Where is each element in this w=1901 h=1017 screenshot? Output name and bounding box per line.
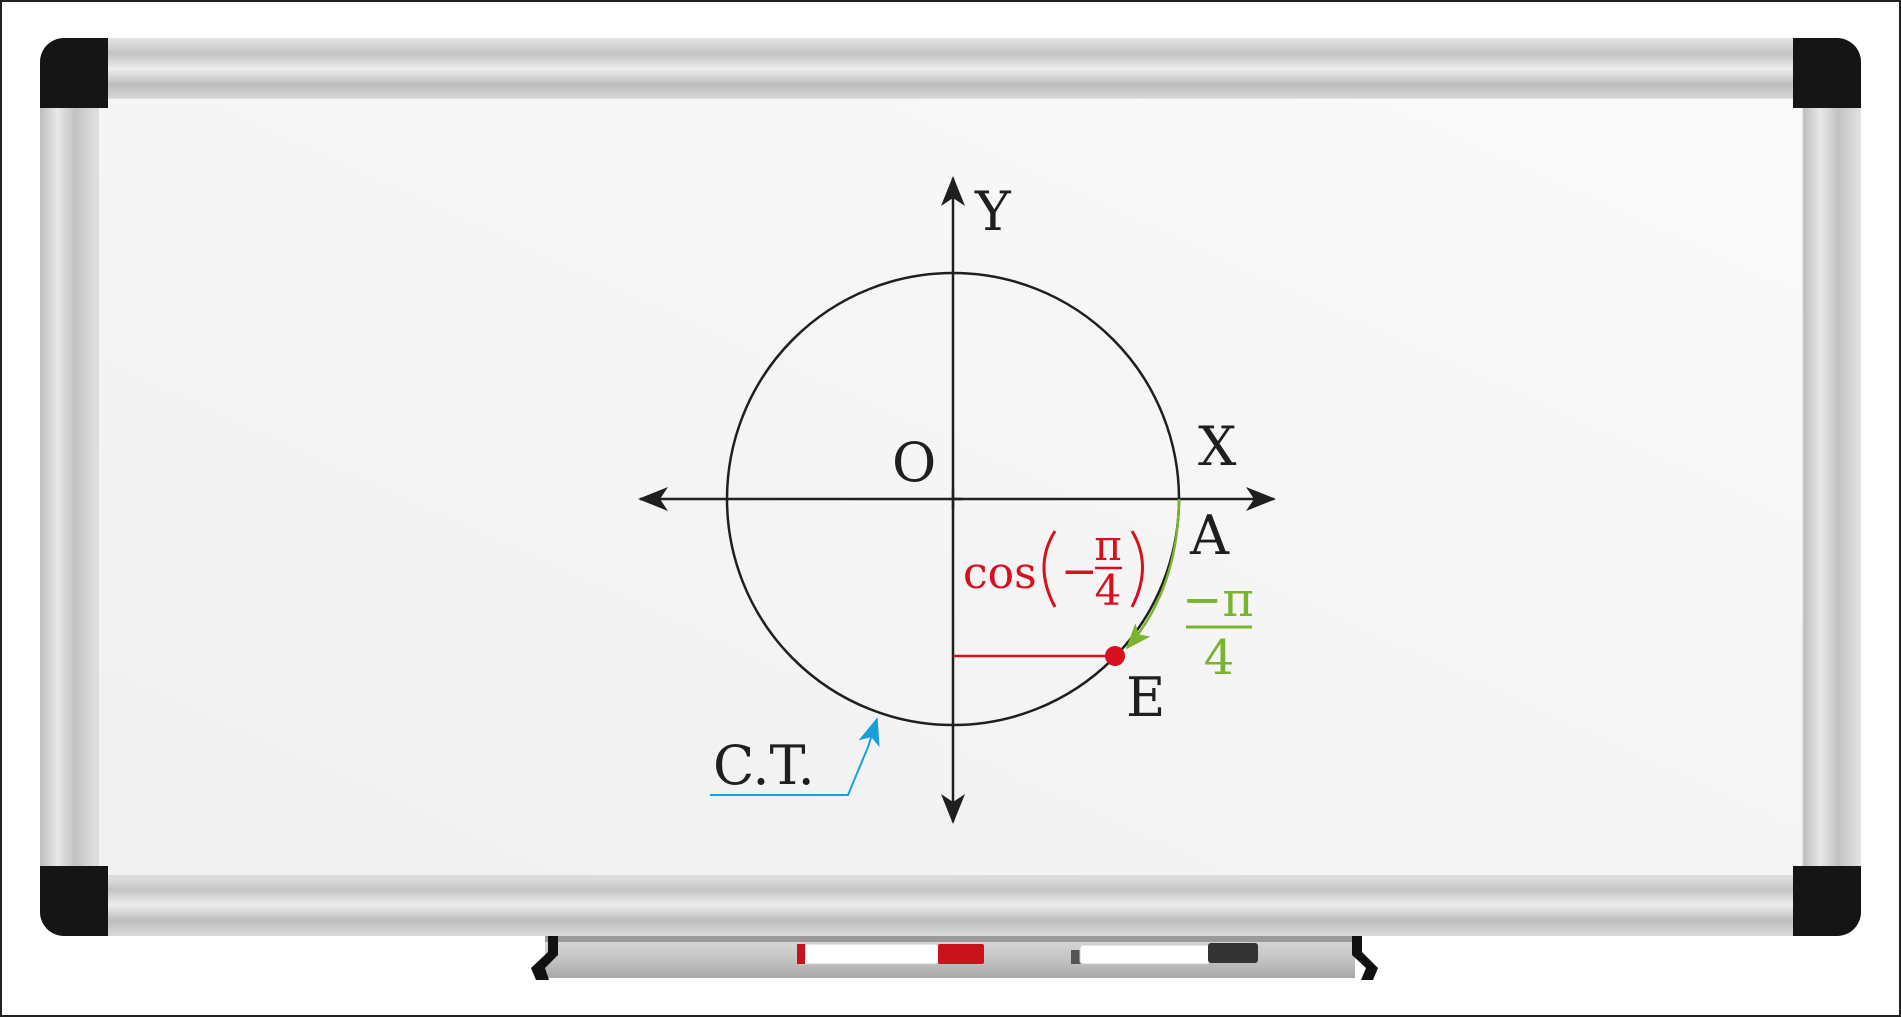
origin-label: O: [892, 431, 936, 494]
angle-label: −π 4: [1182, 572, 1254, 686]
point-e-dot: [1105, 646, 1125, 666]
cos-function: cos: [963, 548, 1037, 599]
point-a-label: A: [1189, 504, 1230, 567]
y-axis-label: Y: [974, 180, 1012, 243]
cos-numerator: π: [1094, 521, 1122, 570]
angle-arc: [1125, 498, 1181, 650]
cos-sign: −: [1061, 546, 1098, 597]
black-marker: [1071, 943, 1258, 965]
angle-numerator: −π: [1182, 572, 1254, 628]
circle-label: C.T.: [713, 734, 815, 797]
cos-left-paren: [1042, 530, 1057, 608]
frame-corners: [40, 38, 1861, 936]
cos-label: cos − π 4: [963, 521, 1144, 615]
x-axis-label: X: [1198, 415, 1237, 478]
angle-denominator: 4: [1204, 630, 1235, 686]
ct-pointer: [710, 717, 880, 796]
cos-right-paren: [1130, 530, 1144, 608]
point-e-label: E: [1126, 666, 1165, 729]
red-marker: [796, 943, 984, 965]
board-surface: [97, 97, 1804, 877]
cos-denominator: 4: [1095, 566, 1122, 615]
